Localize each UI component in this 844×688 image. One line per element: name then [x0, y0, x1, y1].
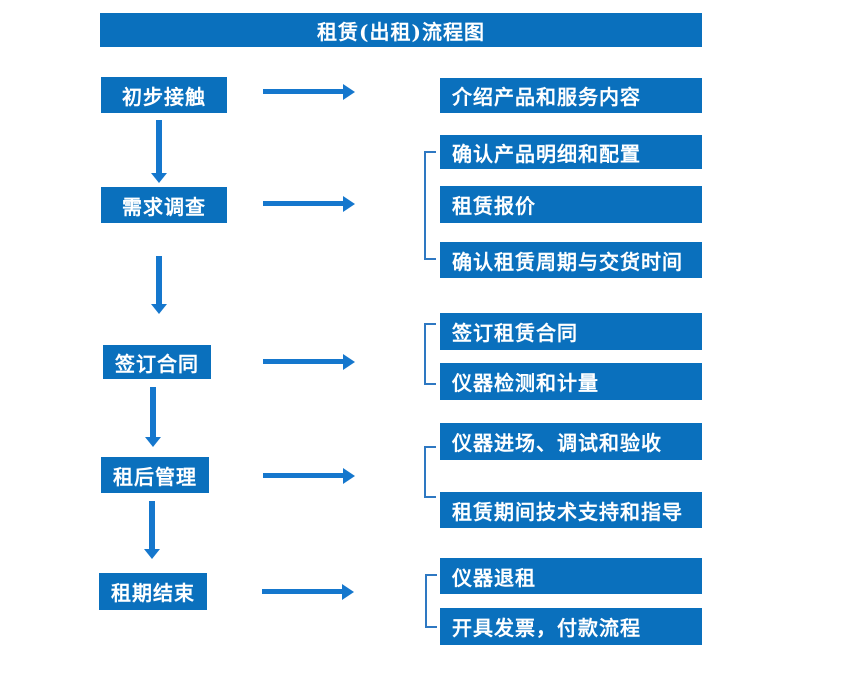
flow-down-arrow-icon-1: [151, 120, 167, 183]
detail-invoice-payment: 开具发票，付款流程: [440, 608, 702, 645]
arrow-shaft: [149, 501, 155, 550]
arrow-head: [343, 84, 355, 100]
detail-technical-support: 租赁期间技术支持和指导: [440, 492, 702, 528]
arrow-head: [151, 304, 167, 314]
detail-instrument-return: 仪器退租: [440, 558, 702, 594]
flow-right-arrow-icon-2: [263, 196, 355, 212]
arrow-shaft: [150, 387, 156, 438]
step-initial-contact: 初步接触: [101, 77, 227, 113]
arrow-head: [343, 196, 355, 212]
detail-instrument-testing: 仪器检测和计量: [440, 363, 702, 400]
flow-down-arrow-icon-2: [151, 256, 167, 314]
step-needs-survey: 需求调查: [101, 187, 227, 223]
flowchart-title: 租赁(出租)流程图: [100, 13, 702, 47]
bracket-group-rental-end: [425, 574, 437, 628]
flow-right-arrow-icon-4: [263, 468, 355, 484]
arrow-head: [145, 437, 161, 447]
step-post-rental-management: 租后管理: [101, 457, 209, 493]
arrow-shaft: [156, 120, 162, 174]
arrow-head: [343, 468, 355, 484]
flow-down-arrow-icon-3: [145, 387, 161, 447]
arrow-shaft: [263, 201, 344, 206]
step-rental-end: 租期结束: [99, 573, 207, 610]
flow-right-arrow-icon-5: [262, 584, 354, 600]
bracket-group-sign-contract: [424, 323, 436, 385]
detail-confirm-details-config: 确认产品明细和配置: [440, 135, 702, 169]
flow-down-arrow-icon-4: [144, 501, 160, 559]
detail-confirm-period-delivery: 确认租赁周期与交货时间: [440, 242, 702, 278]
arrow-shaft: [263, 89, 344, 94]
arrow-head: [343, 354, 355, 370]
flow-right-arrow-icon-3: [263, 354, 355, 370]
detail-introduce-products: 介绍产品和服务内容: [440, 78, 702, 113]
arrow-head: [342, 584, 354, 600]
arrow-head: [144, 549, 160, 559]
detail-sign-rental-contract: 签订租赁合同: [440, 313, 702, 350]
arrow-shaft: [263, 473, 344, 478]
bracket-group-post-rental: [424, 446, 436, 498]
arrow-shaft: [262, 589, 343, 594]
flow-right-arrow-icon-1: [263, 84, 355, 100]
bracket-group-needs-survey: [424, 151, 436, 260]
arrow-head: [151, 173, 167, 183]
step-sign-contract: 签订合同: [103, 345, 211, 379]
arrow-shaft: [156, 256, 162, 305]
detail-rental-quote: 租赁报价: [440, 186, 702, 223]
arrow-shaft: [263, 359, 344, 364]
detail-instrument-setup-acceptance: 仪器进场、调试和验收: [440, 423, 702, 460]
